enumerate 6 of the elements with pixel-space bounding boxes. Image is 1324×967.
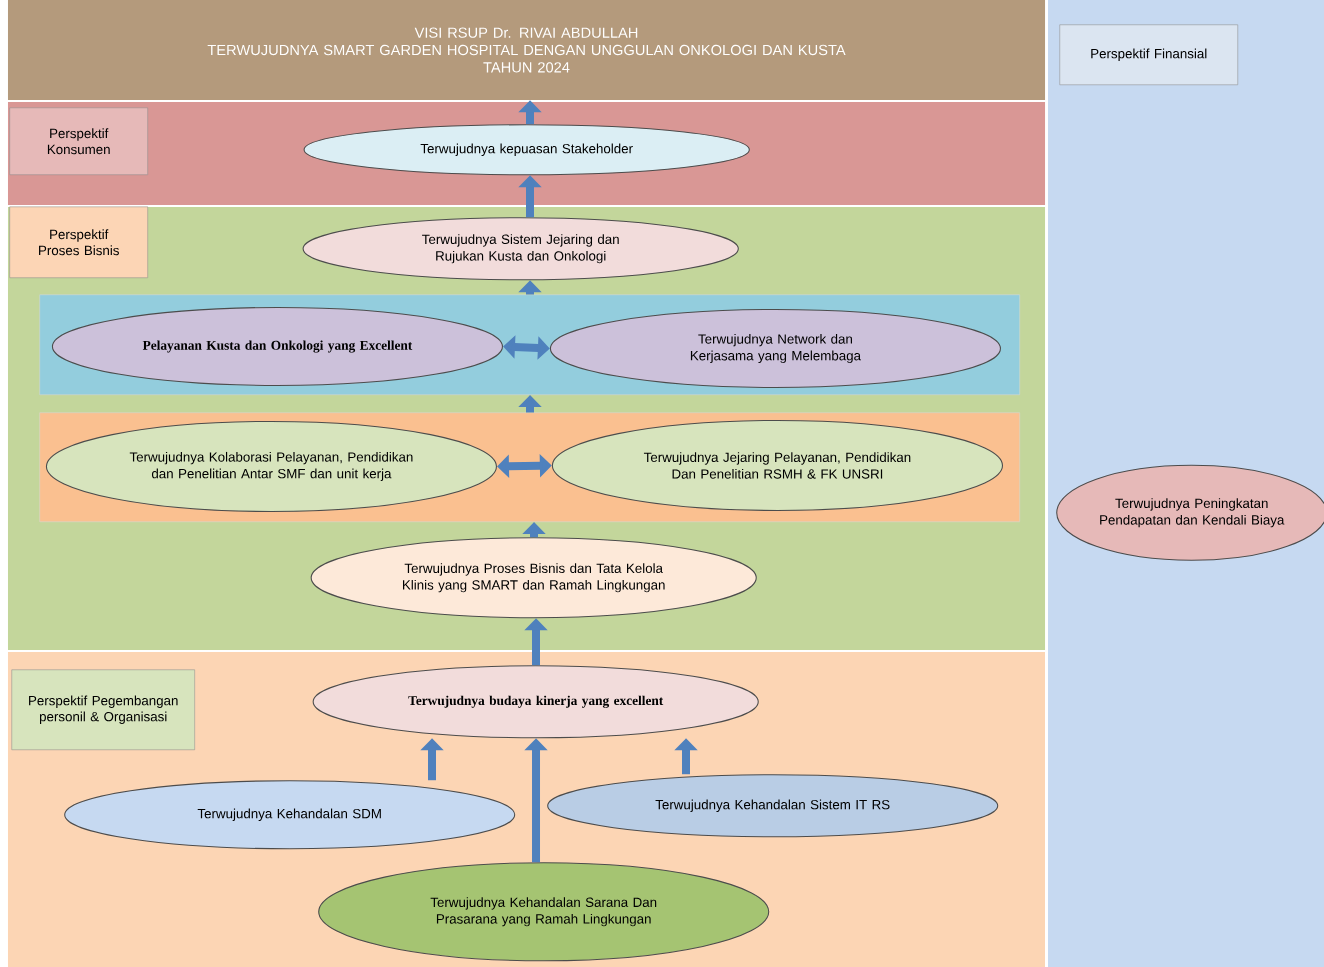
block-arrow: [497, 454, 552, 478]
vision-banner: VISI RSUP Dr. RIVAI ABDULLAH TERWUJUDNYA SMART GARDEN HOSPITAL DENGAN UNGGULAN ONKOLOGI DAN KUSTA TAHUN 2024: [8, 0, 1046, 100]
perspective-label: Perspektif Konsumen: [9, 107, 148, 175]
perspective-label: Perspektif Proses Bisnis: [9, 206, 148, 278]
perspective-label: Perspektif Finansial: [1059, 24, 1238, 86]
perspective-label: Perspektif Pegembangan personil & Organisasi: [11, 669, 195, 751]
